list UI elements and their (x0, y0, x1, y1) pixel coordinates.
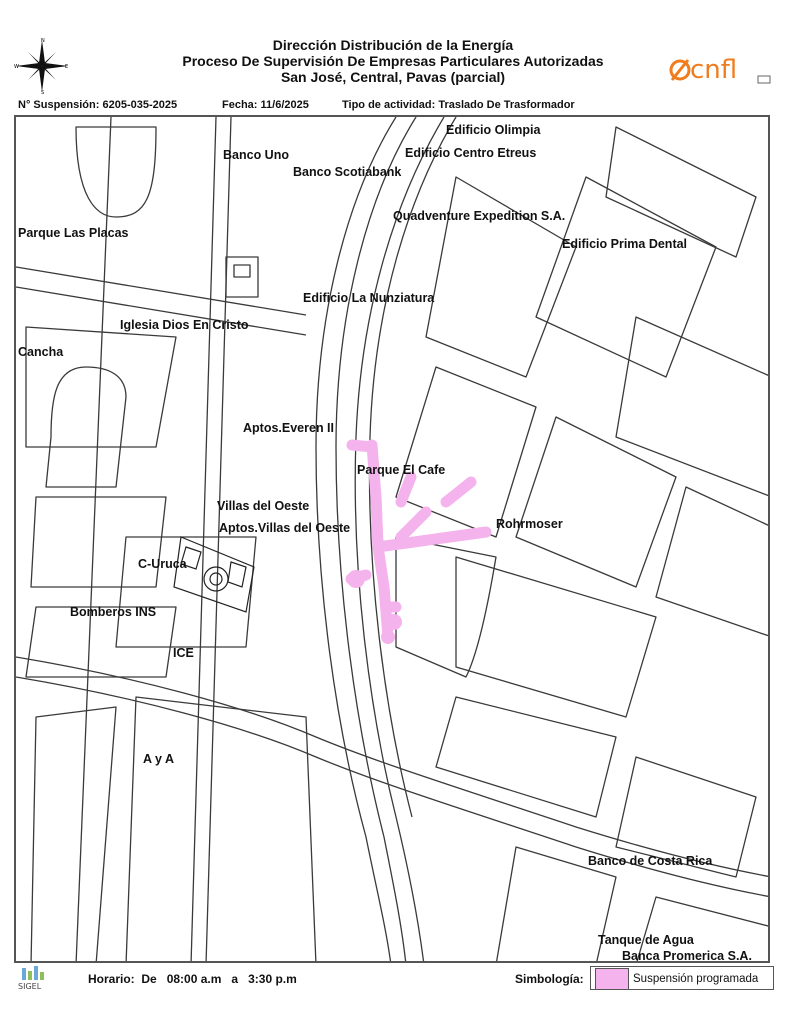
label-cancha: Cancha (18, 345, 64, 359)
label-edificio-olimpia: Edificio Olimpia (446, 123, 541, 137)
label-banca-promerica: Banca Promerica S.A. (622, 949, 752, 963)
label-parque-las-placas: Parque Las Placas (18, 226, 129, 240)
svg-text:N: N (41, 38, 45, 44)
label-banco-costa-rica: Banco de Costa Rica (588, 854, 713, 868)
svg-text:SIGEL: SIGEL (18, 982, 42, 990)
cnfl-logo: cnfl (668, 50, 772, 88)
label-rohrmoser: Rohrmoser (496, 517, 563, 531)
label-ice: ICE (173, 646, 194, 660)
legend-text: Suspensión programada (633, 973, 759, 985)
simbologia-label: Simbología: (515, 972, 584, 986)
tipo-actividad: Tipo de actividad: Traslado De Trasforma… (342, 99, 575, 111)
label-banco-uno: Banco Uno (223, 148, 289, 162)
label-aptos-villas: Aptos.Villas del Oeste (219, 521, 351, 535)
title-line-1: Dirección Distribución de la Energía (272, 37, 514, 53)
sigel-logo: SIGEL (16, 966, 52, 991)
building-complex-icon (173, 536, 255, 613)
svg-text:S: S (41, 90, 44, 94)
map-area[interactable]: Edificio Olimpia Banco Uno Edificio Cent… (14, 115, 770, 963)
label-iglesia: Iglesia Dios En Cristo (120, 318, 249, 332)
label-aptos-everen: Aptos.Everen II (243, 421, 334, 435)
svg-text:cnfl: cnfl (690, 55, 737, 85)
compass-rose-icon: N S W E (14, 38, 70, 96)
label-c-uruca: C-Uruca (138, 557, 187, 571)
label-bomberos: Bomberos INS (70, 605, 157, 619)
fecha: Fecha: 11/6/2025 (222, 99, 309, 111)
label-quadventure: Quadventure Expedition S.A. (393, 209, 566, 223)
suspension-number: N° Suspensión: 6205-035-2025 (18, 99, 178, 111)
label-edificio-centro-etreus: Edificio Centro Etreus (405, 146, 537, 160)
street-map (16, 117, 768, 961)
label-edificio-la-nunziatura: Edificio La Nunziatura (303, 291, 435, 305)
svg-text:W: W (14, 64, 19, 70)
horario: Horario: De 08:00 a.m a 3:30 p.m (88, 972, 297, 986)
label-villas-del-oeste: Villas del Oeste (217, 499, 310, 513)
title-line-3: San José, Central, Pavas (parcial) (280, 69, 506, 85)
label-edificio-prima-dental: Edificio Prima Dental (562, 237, 688, 251)
svg-text:E: E (65, 64, 68, 70)
label-parque-el-cafe: Parque El Cafe (357, 463, 446, 477)
label-banco-scotiabank: Banco Scotiabank (293, 165, 402, 179)
legend (590, 966, 774, 990)
title-line-2: Proceso De Supervisión De Empresas Parti… (182, 53, 604, 69)
legend-swatch (595, 968, 629, 990)
label-a-y-a: A y A (143, 752, 175, 766)
label-tanque-agua: Tanque de Agua (598, 933, 694, 947)
